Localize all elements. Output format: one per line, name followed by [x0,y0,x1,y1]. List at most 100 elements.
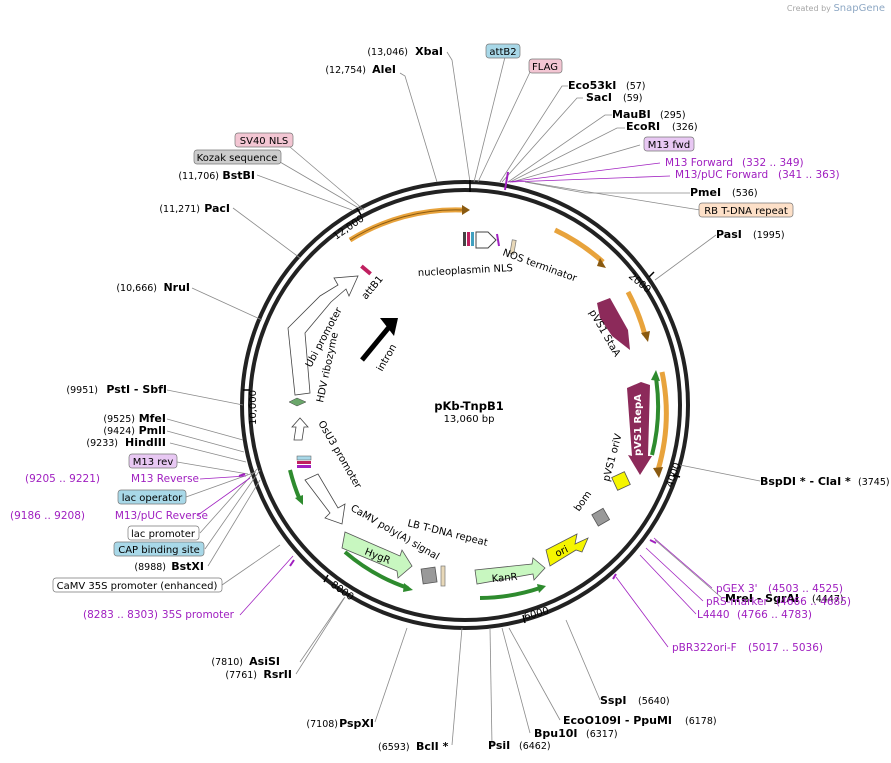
leader-bcli [451,627,463,746]
leader-bstxi [207,479,261,567]
arrowhead-green-osu3 [295,495,303,505]
snapgene-brand: Created by SnapGene [787,3,885,14]
primer-pgex-name: pGEX 3' [716,583,758,595]
leader-psii [489,627,493,746]
primer-l4440-name: L4440 [697,609,730,621]
backbone-inner [248,188,682,622]
left-cluster-2 [297,461,311,464]
leader-m13-forward [507,162,661,183]
enzyme-ecoo109i-name: EcoO109I - PpuMI [563,714,672,727]
primer-prs-marker-name: pRS-marker [706,596,769,608]
bom-box [591,507,611,527]
enzyme-sspi-name: SspI [600,694,626,707]
enzyme-saci-coord: (59) [623,93,643,104]
arrowhead-1 [597,258,606,268]
primer-labels: M13 Forward (332 .. 349) M13/pUC Forward… [10,157,851,654]
primer-pbr322ori-range: (5017 .. 5036) [748,642,823,654]
leader-m13rev [176,461,249,475]
pvs1-staa-arrow [597,298,630,350]
leader-mrei [654,539,725,599]
leader-m13puc-forward [509,175,671,183]
hygr-arrow [341,531,413,579]
kanr-arrow [474,557,546,585]
cap-binding-box [113,541,205,557]
enzyme-mfei-name: MfeI [139,412,166,425]
m13rev-label: M13 rev [133,457,174,468]
enzyme-xbai-name: XbaI [415,45,443,58]
flag-label: FLAG [532,62,558,73]
enzyme-psti-coord: (9951) [66,385,98,396]
enzyme-sspi-coord: (5640) [638,696,670,707]
leader-35s-promoter [239,555,294,616]
cut-mark-pbr322 [612,573,617,580]
leader-xbai [446,51,471,183]
lac-promoter-label: lac promoter [131,529,196,540]
left-cluster-3 [297,465,311,468]
leader-psti [166,389,244,406]
feature-bom-label: bom [572,489,594,514]
arc-green-kanr [479,586,541,600]
enzyme-bspdi-clai-coord: (3745) [858,477,890,488]
arc-green-osu3 [288,469,302,501]
leader-paci [232,207,301,259]
leader-kozak [279,161,363,211]
leader-asisi [299,597,345,663]
enzyme-paci-name: PacI [204,202,230,215]
enzyme-asisi-name: AsiSI [249,655,280,668]
sv40-nls-box [234,132,294,148]
arrowhead-green-hygr [403,583,413,592]
leader-attb2 [473,56,506,183]
enzyme-maubi-name: MauBI [612,108,651,121]
brand-prefix: Created by [786,4,831,13]
leader-l4440 [639,554,697,615]
enzyme-paci-coord: (11,271) [159,204,200,215]
arc-2 [625,290,648,336]
leader-maubi [507,114,612,183]
leader-rb-repeat [526,181,701,211]
enzyme-asisi-coord: (7810) [211,657,243,668]
cap-binding-label: CAP binding site [118,545,200,556]
lb-repeat-mark [440,565,446,587]
enzyme-bstbi-coord: (11,706) [178,171,219,182]
enzyme-ecoo109i-coord: (6178) [685,716,717,727]
hdv-ribozyme-mark [288,397,307,407]
enzyme-pmei-coord: (536) [732,188,758,199]
leader-pbr322ori [615,576,669,648]
leader-m13fwd [511,144,641,183]
leader-bspdi [679,464,761,482]
leader-eco0109i [508,627,561,721]
leader-nrui [191,287,263,321]
primer-m13puc-reverse-range: (9186 .. 9208) [10,510,85,522]
leader-camv-enhanced [221,544,281,586]
enzyme-psti-sbfi-name: PstI - SbfI [106,383,167,396]
enzyme-hindiii-name: HindIII [125,436,166,449]
boxed-feature-labels: attB2 FLAG M13 fwd RB T-DNA repeat SV40 … [52,43,794,593]
leader-pspxi [374,627,408,723]
primer-m13puc-forward-range: (341 .. 363) [778,169,840,181]
kozak-label: Kozak sequence [197,153,278,164]
m13fwd-box [643,136,695,152]
m13rev-box [128,453,178,469]
leader-eco53ki [499,85,568,183]
leader-pasi [654,234,717,281]
kozak-box [193,149,282,165]
enzyme-xbai-coord: (13,046) [367,47,408,58]
enzyme-psii-coord: (6462) [519,741,551,752]
enzyme-psii-name: PsiI [488,739,510,752]
hdv-arrow [291,417,309,441]
attb2-label: attB2 [489,47,516,58]
feature-osu3-promoter-label: OsU3 promoter [315,419,363,491]
enzyme-bspdi-clai-name: BspDI * - ClaI * [760,475,851,488]
primer-mark-top [496,233,500,247]
enzyme-mfei-coord: (9525) [103,414,135,425]
primer-m13-forward-name: M13 Forward [665,157,733,169]
pvs1-repa-arrow [627,382,652,475]
tick-4000 [672,474,681,478]
enzyme-pasi-name: PasI [716,228,742,241]
enzyme-bstxi-name: BstXI [171,560,204,573]
ubi-promoter-arrow [287,275,359,396]
arrowhead-3 [653,467,663,478]
leader-prs-marker [645,547,704,602]
leader-mfei [166,418,244,441]
cut-mark-pgex [649,539,657,544]
